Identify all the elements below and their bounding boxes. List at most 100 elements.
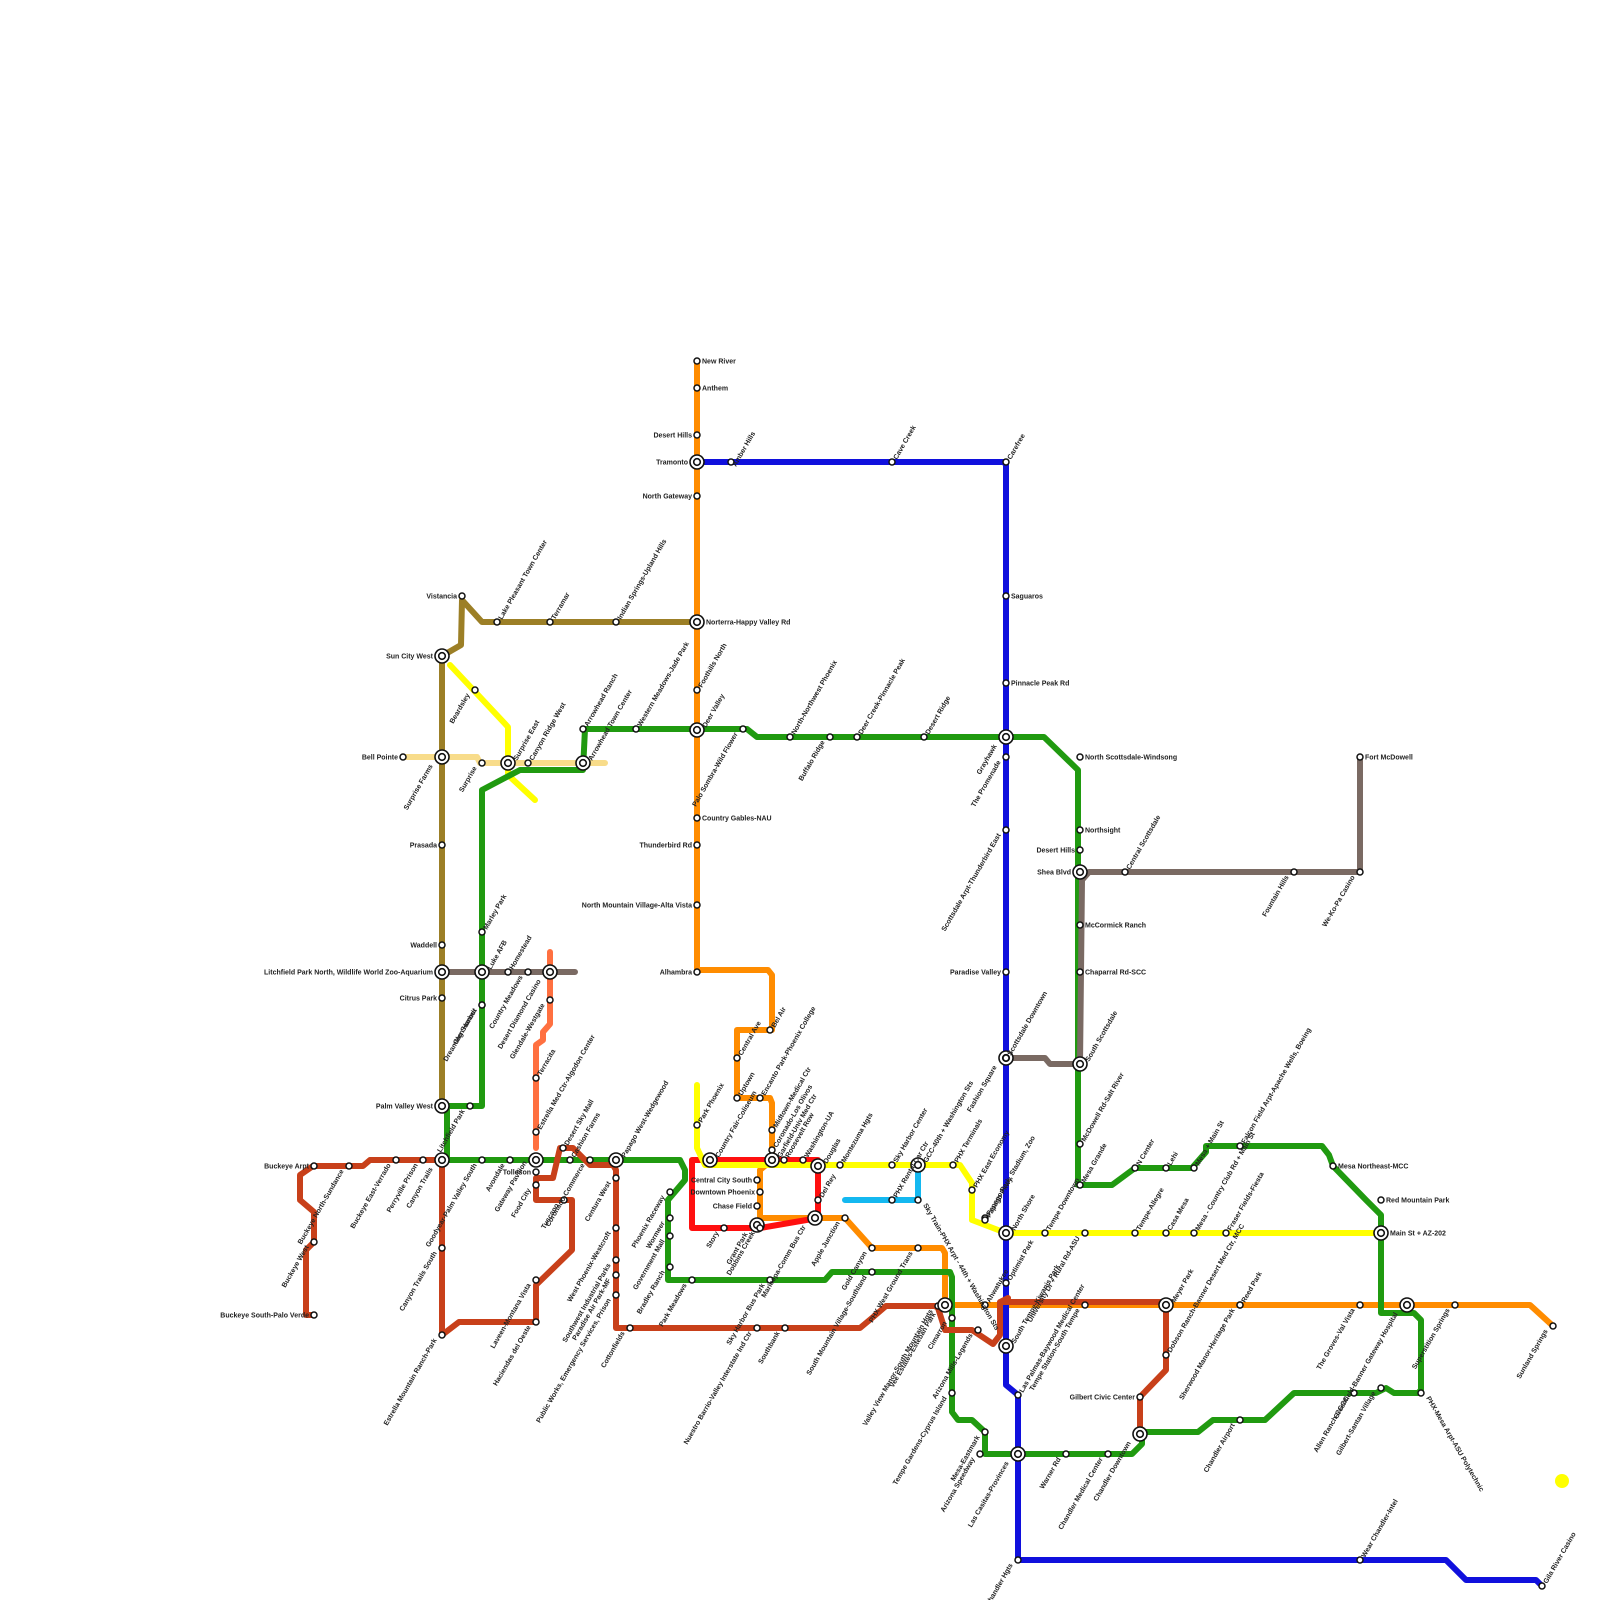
station-marker[interactable] [1357, 1302, 1363, 1308]
station-marker[interactable] [494, 619, 500, 625]
station-marker[interactable] [1003, 459, 1009, 465]
station-marker[interactable] [1003, 754, 1009, 760]
station-marker[interactable] [827, 734, 833, 740]
station-marker[interactable] [667, 1264, 673, 1270]
station-marker[interactable] [949, 1390, 955, 1396]
station-marker[interactable] [560, 1145, 566, 1151]
station-marker[interactable] [311, 1312, 317, 1318]
station-marker[interactable] [694, 1122, 700, 1128]
station-marker[interactable] [767, 1027, 773, 1033]
station-marker[interactable] [757, 1189, 763, 1195]
station-marker[interactable] [613, 1292, 619, 1298]
station-marker[interactable] [613, 1272, 619, 1278]
station-marker[interactable] [1378, 1197, 1384, 1203]
station-marker[interactable] [694, 385, 700, 391]
station-marker[interactable] [1077, 847, 1083, 853]
station-marker[interactable] [1400, 1298, 1414, 1312]
station-marker[interactable] [842, 1215, 848, 1221]
station-marker[interactable] [721, 1225, 727, 1231]
station-marker[interactable] [915, 1245, 921, 1251]
station-marker[interactable] [734, 1055, 740, 1061]
station-marker[interactable] [533, 1277, 539, 1283]
station-marker[interactable] [613, 619, 619, 625]
station-marker[interactable] [1357, 754, 1363, 760]
station-marker[interactable] [977, 1451, 983, 1457]
station-marker[interactable] [1163, 1230, 1169, 1236]
station-marker[interactable] [869, 1245, 875, 1251]
station-marker[interactable] [547, 619, 553, 625]
station-marker[interactable] [1330, 1163, 1336, 1169]
station-marker[interactable] [533, 1169, 539, 1175]
station-marker[interactable] [479, 1002, 485, 1008]
station-marker[interactable] [507, 1157, 513, 1163]
station-marker[interactable] [690, 615, 704, 629]
station-marker[interactable] [613, 1175, 619, 1181]
station-marker[interactable] [950, 1162, 956, 1168]
station-marker[interactable] [921, 734, 927, 740]
station-marker[interactable] [1077, 969, 1083, 975]
station-marker[interactable] [854, 734, 860, 740]
station-marker[interactable] [1237, 1417, 1243, 1423]
station-marker[interactable] [633, 726, 639, 732]
station-marker[interactable] [613, 1225, 619, 1231]
station-marker[interactable] [889, 1197, 895, 1203]
station-marker[interactable] [533, 1319, 539, 1325]
station-marker[interactable] [525, 760, 531, 766]
station-marker[interactable] [667, 1189, 673, 1195]
station-marker[interactable] [1015, 1557, 1021, 1563]
station-marker[interactable] [1077, 754, 1083, 760]
station-marker[interactable] [439, 1245, 445, 1251]
station-marker[interactable] [587, 1157, 593, 1163]
station-marker[interactable] [754, 1203, 760, 1209]
station-marker[interactable] [782, 1325, 788, 1331]
station-marker[interactable] [769, 1127, 775, 1133]
station-marker[interactable] [393, 1157, 399, 1163]
station-marker[interactable] [1191, 1230, 1197, 1236]
station-marker[interactable] [567, 1157, 573, 1163]
station-marker[interactable] [439, 995, 445, 1001]
station-marker[interactable] [667, 1215, 673, 1221]
station-marker[interactable] [1418, 1390, 1424, 1396]
station-marker[interactable] [1073, 865, 1087, 879]
station-marker[interactable] [975, 1327, 981, 1333]
station-marker[interactable] [1132, 1230, 1138, 1236]
station-marker[interactable] [1003, 969, 1009, 975]
station-marker[interactable] [740, 726, 746, 732]
station-marker[interactable] [815, 1197, 821, 1203]
station-marker[interactable] [982, 1429, 988, 1435]
station-marker[interactable] [467, 1103, 473, 1109]
station-marker[interactable] [439, 842, 445, 848]
station-marker[interactable] [1237, 1302, 1243, 1308]
station-marker[interactable] [1550, 1323, 1556, 1329]
station-marker[interactable] [837, 1162, 843, 1168]
station-marker[interactable] [439, 942, 445, 948]
station-marker[interactable] [1539, 1583, 1545, 1589]
station-marker[interactable] [1122, 869, 1128, 875]
station-marker[interactable] [479, 929, 485, 935]
station-marker[interactable] [1137, 1394, 1143, 1400]
station-marker[interactable] [479, 1157, 485, 1163]
station-marker[interactable] [1003, 593, 1009, 599]
station-marker[interactable] [311, 1163, 317, 1169]
station-marker[interactable] [1042, 1230, 1048, 1236]
station-marker[interactable] [311, 1239, 317, 1245]
station-marker[interactable] [769, 1147, 775, 1153]
station-marker[interactable] [1003, 827, 1009, 833]
station-marker[interactable] [889, 1162, 895, 1168]
station-marker[interactable] [1015, 1392, 1021, 1398]
station-marker[interactable] [1082, 1302, 1088, 1308]
route-blue[interactable] [697, 462, 1542, 1586]
station-marker[interactable] [529, 1153, 543, 1167]
station-marker[interactable] [459, 593, 465, 599]
station-marker[interactable] [889, 459, 895, 465]
station-marker[interactable] [694, 969, 700, 975]
station-marker[interactable] [694, 358, 700, 364]
station-marker[interactable] [1077, 922, 1083, 928]
station-marker[interactable] [694, 842, 700, 848]
station-marker[interactable] [694, 902, 700, 908]
station-marker[interactable] [757, 1095, 763, 1101]
station-marker[interactable] [479, 760, 485, 766]
station-marker[interactable] [505, 969, 511, 975]
station-marker[interactable] [734, 1095, 740, 1101]
station-marker[interactable] [420, 1157, 426, 1163]
